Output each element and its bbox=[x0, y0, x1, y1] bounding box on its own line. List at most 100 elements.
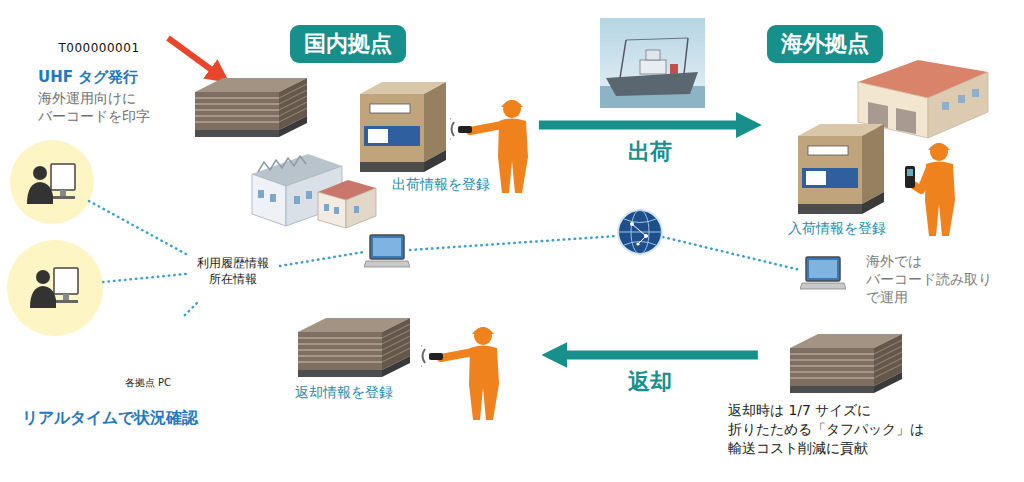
step-label: 入荷情報を登録 bbox=[788, 220, 898, 238]
pallet-stack bbox=[298, 318, 410, 377]
ship-picture-part bbox=[600, 18, 705, 108]
note-text: 返却時は 1/7 サイズに 折りたためる「タフパック」は 輸送コスト削減に貢献 bbox=[728, 401, 950, 458]
barcode-label-outline-part-part bbox=[123, 13, 124, 37]
barcode-label-outline-part bbox=[34, 9, 165, 58]
network-globe-part bbox=[631, 210, 649, 254]
network-globe-part bbox=[618, 210, 662, 254]
network-line-part bbox=[663, 237, 800, 270]
warehouse-building-part-part bbox=[942, 102, 949, 110]
flow-label: 出荷 bbox=[628, 139, 672, 165]
note-text-slot: 海外では バーコード読み取り で運用 bbox=[866, 252, 1006, 307]
barcode-label-outline-part-part bbox=[102, 13, 105, 37]
warehouse-building-part-part bbox=[972, 89, 979, 97]
flow-arrow bbox=[559, 351, 758, 360]
pc-user-circle-outline-part bbox=[96, 300, 200, 404]
worker-figure bbox=[418, 327, 500, 420]
step-title: リアルタイムで状況確認 bbox=[22, 408, 242, 428]
region-heading: 国内拠点 bbox=[290, 25, 406, 63]
tag-number: T000000001 bbox=[58, 41, 139, 55]
laptop-icon bbox=[364, 235, 410, 267]
barcode-label-outline-part-part bbox=[58, 13, 62, 37]
folded-pallet-stack bbox=[790, 334, 902, 393]
factory-building-part bbox=[286, 166, 342, 226]
ship-picture-part bbox=[620, 40, 626, 78]
barcode-label-outline-part-part bbox=[128, 13, 129, 37]
barcode-label-outline-part-part bbox=[145, 13, 146, 37]
network-globe-part bbox=[636, 242, 639, 245]
site-region-outline-part bbox=[745, 30, 1013, 460]
factory-building-part bbox=[318, 180, 376, 228]
factory-building bbox=[252, 154, 376, 228]
network-globe-part bbox=[630, 222, 634, 226]
factory-building-part-part bbox=[306, 191, 312, 199]
pc-user-circle-part bbox=[10, 140, 94, 224]
warehouse-building-part-part bbox=[958, 95, 965, 103]
warehouse-building-part bbox=[858, 60, 988, 98]
ship-picture-part bbox=[684, 38, 688, 74]
connector-group bbox=[185, 125, 758, 355]
ship-picture-part bbox=[606, 72, 698, 96]
barcode-label-outline-part bbox=[41, 13, 155, 37]
step-title-slot: UHF タグ発行 bbox=[38, 68, 208, 87]
factory-building-part-part bbox=[318, 192, 346, 228]
factory-building-part-part-part bbox=[334, 207, 339, 214]
network-globe-part bbox=[624, 219, 656, 245]
note-text-slot: 返却時は 1/7 サイズに 折りたためる「タフパック」は 輸送コスト削減に貢献 bbox=[728, 401, 950, 458]
step-label-slot: 返却情報を登録 bbox=[295, 384, 405, 402]
barcode-label-outline-part-part bbox=[67, 13, 68, 37]
factory-building-part bbox=[258, 190, 312, 204]
barcode-label: T000000001 bbox=[33, 8, 165, 58]
ship-picture-part bbox=[646, 50, 660, 60]
network-globe-part bbox=[644, 234, 648, 238]
network-globe-part bbox=[632, 224, 646, 244]
network-line-part bbox=[280, 252, 364, 266]
ship-picture-part bbox=[600, 86, 705, 108]
network-globe-part bbox=[618, 232, 662, 233]
flow-arrow bbox=[539, 121, 744, 130]
warehouse-building-part bbox=[896, 108, 916, 134]
flow-label-slot: 返却 bbox=[628, 369, 672, 395]
ship-picture-part bbox=[626, 38, 688, 40]
ship-picture-part bbox=[640, 60, 666, 74]
warehouse-building-part bbox=[868, 102, 888, 128]
step-label-slot: 入荷情報を登録 bbox=[788, 220, 898, 238]
site-region: 海外拠点 bbox=[745, 30, 1013, 460]
factory-building-part bbox=[258, 156, 306, 172]
ship-picture-part bbox=[670, 64, 678, 74]
site-region-outline bbox=[235, 30, 560, 455]
note-text: 海外運用向けに バーコードを印字 bbox=[38, 89, 166, 125]
step-title-slot: リアルタイムで状況確認 bbox=[22, 408, 242, 428]
factory-building-part-part bbox=[346, 188, 376, 228]
shipping-crate bbox=[360, 82, 446, 172]
barcode-label-outline-part-part bbox=[93, 13, 94, 37]
barcode-label-outline-part-part bbox=[41, 13, 44, 37]
network-line bbox=[89, 201, 800, 282]
warehouse-building-part bbox=[928, 72, 988, 138]
factory-building-part bbox=[252, 154, 342, 186]
tag-arrow bbox=[168, 38, 220, 76]
pallet-stack bbox=[195, 78, 307, 137]
barcode-label-outline-part-part bbox=[76, 13, 77, 37]
barcode-label-outline-part-part bbox=[89, 13, 90, 37]
barcode-label-outline-part-part bbox=[85, 13, 88, 37]
pc-user-circle-outline bbox=[96, 300, 200, 404]
step-label: 出荷情報を登録 bbox=[392, 176, 502, 194]
factory-building-part-part bbox=[270, 194, 276, 202]
barcode-label-outline-part-part bbox=[63, 13, 64, 37]
network-link bbox=[185, 302, 198, 315]
step-label-slot: 出荷情報を登録 bbox=[392, 176, 502, 194]
pc-user-circle-part bbox=[30, 268, 78, 308]
barcode-label-outline-part-part bbox=[45, 13, 46, 37]
shipping-crate bbox=[798, 124, 884, 214]
laptop-icon bbox=[800, 257, 846, 289]
factory-building-part-part-part bbox=[324, 204, 329, 211]
note-text: 海外では バーコード読み取り で運用 bbox=[866, 252, 1006, 307]
pc-user-circle-outline-part bbox=[123, 312, 171, 352]
factory-building-part-part bbox=[258, 190, 264, 198]
barcode-label-outline-part-part bbox=[111, 13, 114, 37]
factory-building-part-part-part bbox=[354, 206, 359, 213]
step-label: 返却情報を登録 bbox=[295, 384, 405, 402]
factory-building-part-part bbox=[318, 180, 376, 200]
warehouse-building-part bbox=[942, 89, 979, 110]
